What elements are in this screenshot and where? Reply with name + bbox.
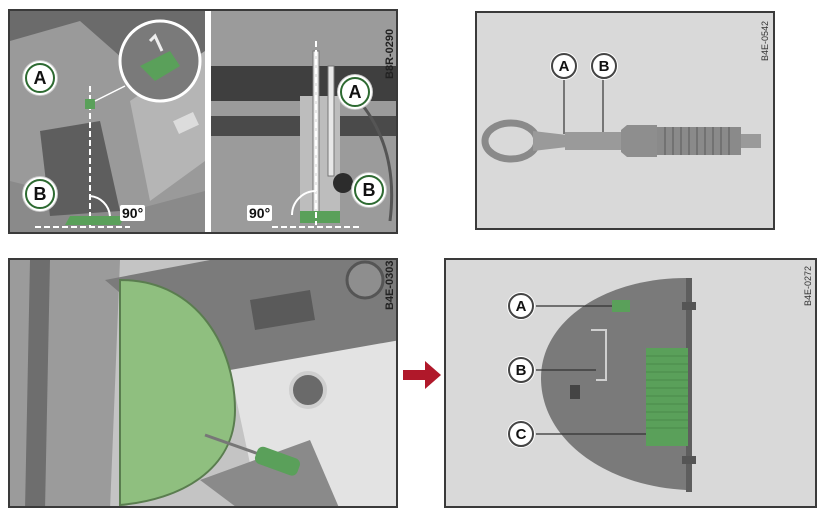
callout-a-eye: A	[551, 53, 577, 79]
callout-c-cover: C	[508, 421, 534, 447]
figure-code-top-left: B8R-0290	[384, 28, 396, 79]
figure-code-bottom-left: B4E-0303	[384, 260, 396, 310]
callout-a-cover: A	[508, 293, 534, 319]
sequence-arrow-icon	[403, 361, 441, 389]
figure-bottom-left: B4E-0303	[8, 258, 398, 508]
figure-bottom-right: B4E-0272 A B C	[444, 258, 817, 508]
figure-code-bottom-right: B4E-0272	[803, 265, 813, 306]
jack-illustration	[10, 11, 396, 232]
angle-label-right: 90°	[247, 205, 273, 221]
towing-eye-drawing	[481, 79, 761, 163]
callout-b-right: B	[354, 175, 384, 205]
callout-a-left: A	[25, 63, 55, 93]
callout-b-cover: B	[508, 357, 534, 383]
callout-a-right: A	[340, 77, 370, 107]
callout-b-left: B	[25, 179, 55, 209]
callout-b-eye: B	[591, 53, 617, 79]
angle-label-left: 90°	[120, 205, 146, 221]
figure-code-top-right: B4E-0542	[760, 20, 770, 61]
dashboard-illustration	[10, 260, 396, 506]
cover-backside-drawing	[536, 278, 696, 492]
figure-top-right: B4E-0542 A B	[475, 11, 775, 230]
figure-top-left: B8R-0290 A B 90° A B 90°	[8, 9, 398, 234]
